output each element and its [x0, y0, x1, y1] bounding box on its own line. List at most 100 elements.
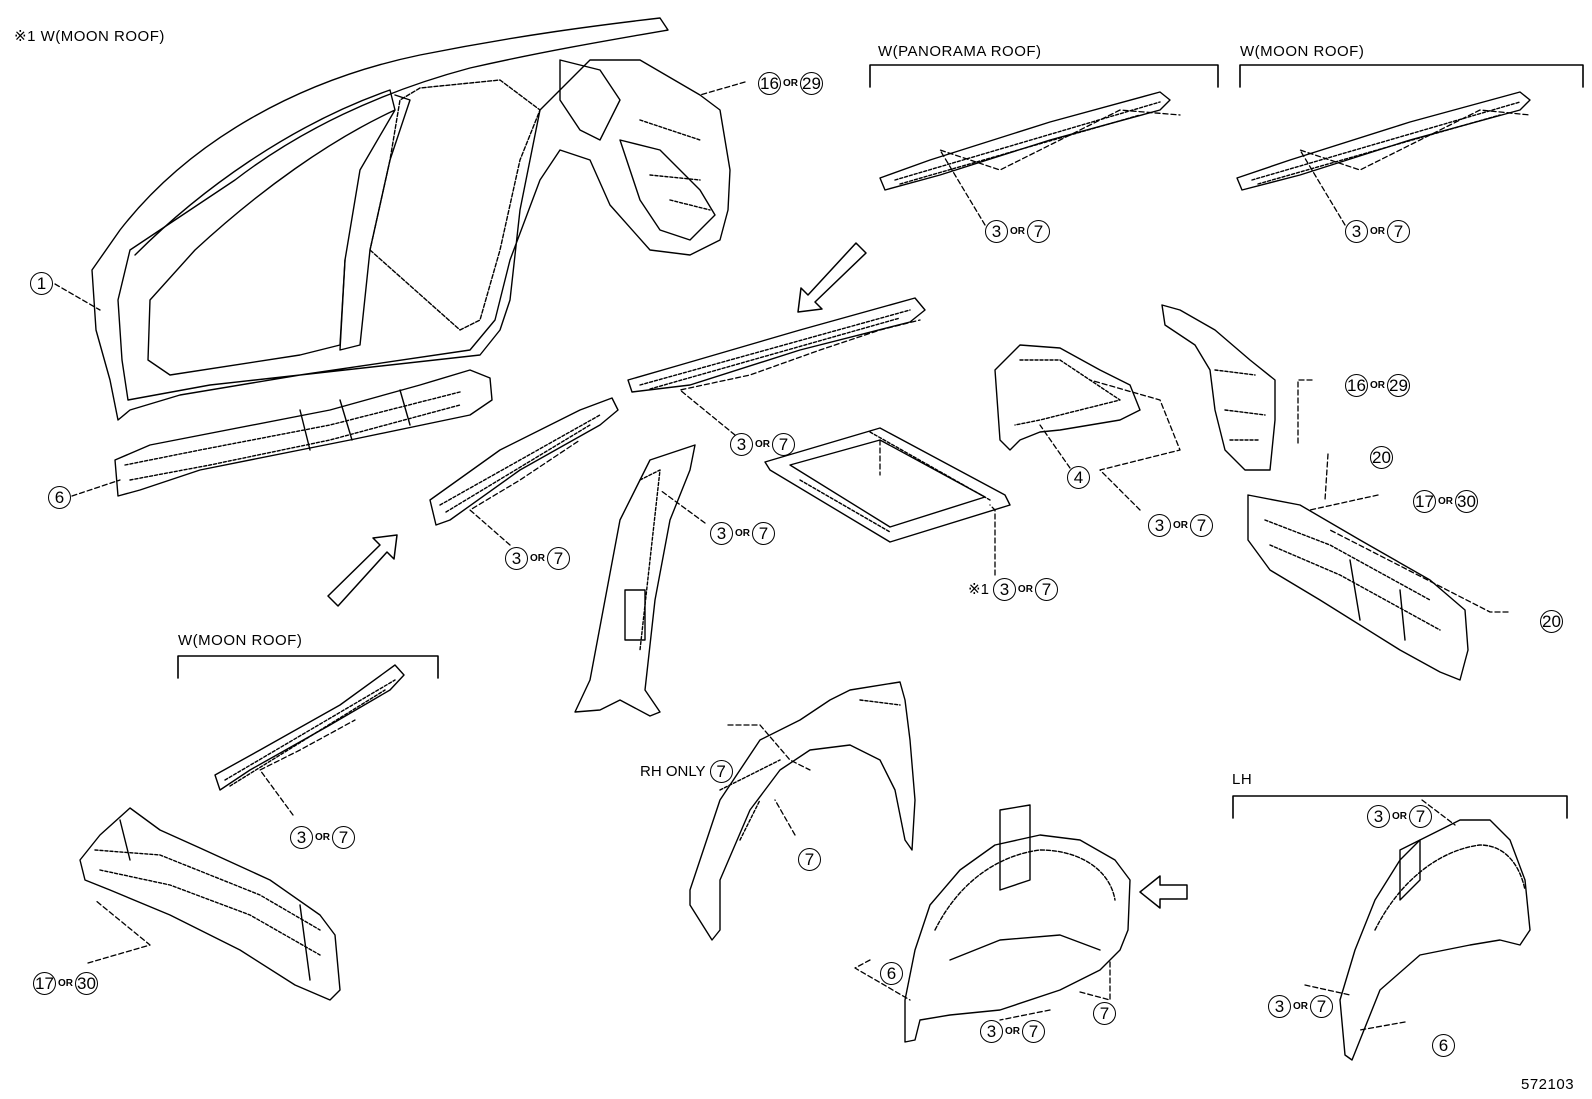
- bracket-lh: [1233, 796, 1567, 818]
- callout-part-3-7-moon-roof-left: 3 OR 7: [290, 826, 355, 849]
- part-number: 29: [1387, 374, 1410, 397]
- or-text: OR: [1293, 1000, 1308, 1012]
- bracket-panorama-roof: [870, 65, 1218, 87]
- part-number: 7: [772, 433, 795, 456]
- group-brackets: [178, 65, 1583, 818]
- part-number: 7: [1027, 220, 1050, 243]
- part-number: 7: [332, 826, 355, 849]
- part-number: 17: [33, 972, 56, 995]
- rh-only-text: RH ONLY: [640, 763, 706, 780]
- part-number: 3: [1367, 805, 1390, 828]
- or-text: OR: [1438, 495, 1453, 507]
- or-text: OR: [1370, 379, 1385, 391]
- panorama-roof-label: W(PANORAMA ROOF): [878, 43, 1042, 60]
- cowl-top-panel: [80, 808, 340, 1000]
- front-roof-rail: [430, 398, 618, 525]
- callout-part-3-7-roof-bow: 3 OR 7: [730, 433, 795, 456]
- callout-part-17-30-cowl: 17 OR 30: [33, 972, 98, 995]
- roof-reinforcement-moon-roof-left: [215, 665, 404, 790]
- callout-part-3-7-panorama: 3 OR 7: [985, 220, 1050, 243]
- part-number: 4: [1067, 466, 1090, 489]
- or-text: OR: [735, 527, 750, 539]
- rear-wheel-house-inner: [905, 805, 1130, 1042]
- part-number: 6: [1432, 1034, 1455, 1057]
- part-number: 3: [730, 433, 753, 456]
- back-panel: [1248, 495, 1468, 680]
- or-text: OR: [1005, 1025, 1020, 1037]
- callout-part-3-7-lh-top: 3 OR 7: [1367, 805, 1432, 828]
- or-text: OR: [1010, 225, 1025, 237]
- or-text: OR: [315, 831, 330, 843]
- rear-wheel-arch-outer: [690, 682, 915, 940]
- part-number: 3: [290, 826, 313, 849]
- roof-reinforcement-panorama: [880, 92, 1170, 190]
- part-number: 7: [798, 848, 821, 871]
- or-text: OR: [1173, 519, 1188, 531]
- center-pillar: [575, 445, 695, 716]
- callout-part-16-29-body-side: 16 OR 29: [758, 72, 823, 95]
- callout-part-1: 1: [30, 272, 53, 295]
- part-number: 7: [1387, 220, 1410, 243]
- leader-lines: [55, 82, 1530, 1030]
- part-number: 17: [1413, 490, 1436, 513]
- callout-part-6-lh: 6: [1432, 1034, 1455, 1057]
- arrow-up-right: [328, 535, 397, 606]
- part-number: 3: [985, 220, 1008, 243]
- part-number: 7: [1022, 1020, 1045, 1043]
- note-mark: ※1: [968, 581, 989, 598]
- part-number: 1: [30, 272, 53, 295]
- part-number: 7: [1310, 995, 1333, 1018]
- or-text: OR: [58, 977, 73, 989]
- callout-part-20-lower: 20: [1540, 610, 1563, 633]
- callout-part-3-7-moon-roof-top: 3 OR 7: [1345, 220, 1410, 243]
- moon-roof-left-label: W(MOON ROOF): [178, 632, 303, 649]
- callout-part-16-29-quarter: 16 OR 29: [1345, 374, 1410, 397]
- callout-part-3-7-wheel-house: 3 OR 7: [980, 1020, 1045, 1043]
- part-number: 7: [547, 547, 570, 570]
- callout-part-17-30-back-panel: 17 OR 30: [1413, 490, 1478, 513]
- or-text: OR: [530, 552, 545, 564]
- callout-part-6-wheel-house: 6: [880, 962, 903, 985]
- part-number: 20: [1540, 610, 1563, 633]
- roof-reinforcement-moon-roof-top: [1237, 92, 1530, 190]
- moon-roof-top-label: W(MOON ROOF): [1240, 43, 1365, 60]
- or-text: OR: [1370, 225, 1385, 237]
- arrow-left: [1140, 876, 1187, 908]
- part-number: 30: [1455, 490, 1478, 513]
- part-number: 16: [1345, 374, 1368, 397]
- moon-roof-note: ※1 W(MOON ROOF): [14, 28, 165, 45]
- or-text: OR: [755, 438, 770, 450]
- callout-part-4: 4: [1067, 466, 1090, 489]
- callout-part-20-upper: 20: [1370, 446, 1393, 469]
- arrow-down-left: [798, 243, 866, 312]
- callout-part-3-7-lh-bottom: 3 OR 7: [1268, 995, 1333, 1018]
- part-number: 7: [1409, 805, 1432, 828]
- quarter-inner-upper: [1162, 305, 1275, 470]
- part-number: 3: [1148, 514, 1171, 537]
- lh-label: LH: [1232, 771, 1253, 788]
- or-text: OR: [783, 77, 798, 89]
- callout-part-6-rocker: 6: [48, 486, 71, 509]
- part-number: 7: [1093, 1002, 1116, 1025]
- part-number: 7: [709, 760, 733, 783]
- part-number: 16: [758, 72, 781, 95]
- moon-roof-frame: [765, 428, 1010, 542]
- part-number: 3: [992, 578, 1016, 601]
- part-number: 3: [980, 1020, 1003, 1043]
- callout-part-7-wheel-house: 7: [1093, 1002, 1116, 1025]
- part-number: 29: [800, 72, 823, 95]
- callout-part-7-arch: 7: [798, 848, 821, 871]
- callout-part-3-7-front-rail: 3 OR 7: [505, 547, 570, 570]
- body-side-outer-panel: [92, 18, 730, 420]
- part-number: 3: [1268, 995, 1291, 1018]
- callout-part-3-7-moon-roof-frame: ※1 3 OR 7: [968, 578, 1058, 601]
- part-number: 6: [48, 486, 71, 509]
- diagram-id: 572103: [1521, 1076, 1575, 1093]
- bracket-moon-roof-left: [178, 656, 438, 678]
- back-door-opening-upper: [995, 345, 1140, 450]
- callout-part-7-rh-only: RH ONLY 7: [640, 760, 733, 783]
- part-number: 7: [1034, 578, 1058, 601]
- part-number: 3: [505, 547, 528, 570]
- part-number: 7: [1190, 514, 1213, 537]
